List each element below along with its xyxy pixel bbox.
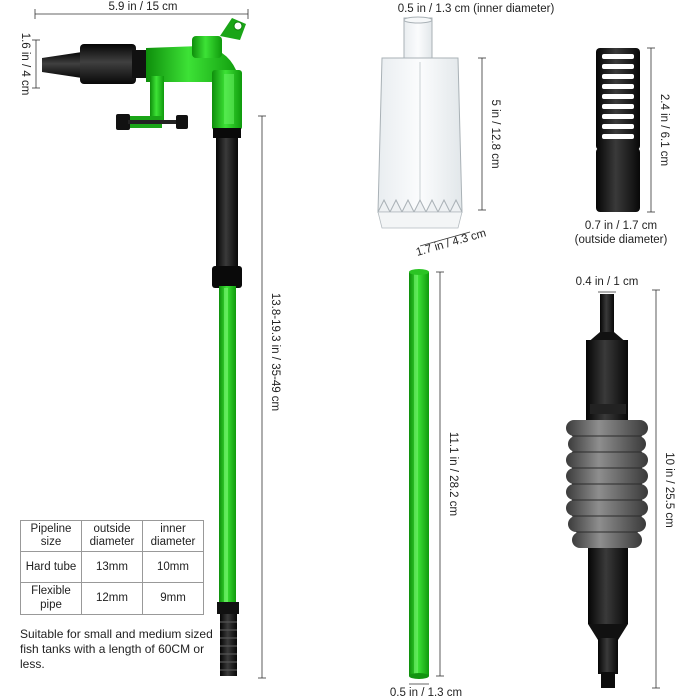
top-width-label: 5.9 in / 15 cm [108, 1, 177, 13]
bulb-length-label: 10 in / 25.5 cm [663, 452, 675, 527]
usage-note: Suitable for small and medium sized fish… [20, 627, 213, 671]
table-header: inner diameter [142, 519, 204, 553]
table-row: Flexible pipe 12mm 9mm [20, 582, 204, 615]
main-length-label: 13.8-19.3 in / 35-49 cm [269, 293, 281, 411]
filter-diameter-label: 0.7 in / 1.7 cm [585, 220, 657, 232]
table-header-row: Pipeline size outside diameter inner dia… [20, 519, 204, 553]
table-cell: 13mm [81, 551, 143, 584]
table-cell: 10mm [142, 551, 204, 584]
table-cell: 9mm [142, 582, 204, 615]
table-cell: 12mm [81, 582, 143, 615]
tube-length-label: 11.1 in / 28.2 cm [447, 432, 459, 516]
table-header: Pipeline size [20, 519, 82, 553]
pipeline-spec-table: Pipeline size outside diameter inner dia… [20, 519, 204, 615]
squeeze-bulb: 0.4 in / 1 cm [566, 276, 675, 689]
siphon-assembly: 5.9 in / 15 cm 1.6 in / 4 cm [19, 1, 281, 679]
filter-height-label: 2.4 in / 6.1 cm [658, 94, 670, 166]
table-row: Hard tube 13mm 10mm [20, 551, 204, 584]
green-hard-tube: 11.1 in / 28.2 cm 0.5 in / 1.3 cm [390, 269, 462, 699]
filter-diameter-note: (outside diameter) [575, 234, 668, 246]
table-cell: Flexible pipe [20, 582, 82, 615]
bulb-tip-label: 0.4 in / 1 cm [576, 276, 639, 288]
filter-cap: 2.4 in / 6.1 cm 0.7 in / 1.7 cm (outside… [575, 47, 670, 246]
table-cell: Hard tube [20, 551, 82, 584]
funnel-inner-diameter-label: 0.5 in / 1.3 cm (inner diameter) [398, 3, 555, 15]
table-header: outside diameter [81, 519, 143, 553]
funnel-height-label: 5 in / 12.8 cm [489, 99, 501, 168]
side-height-label: 1.6 in / 4 cm [19, 33, 31, 96]
clear-funnel: 0.5 in / 1.3 cm (inner diameter) 5 in / … [377, 3, 555, 259]
funnel-width-label: 1.7 in / 4.3 cm [415, 227, 488, 258]
tube-diameter-label: 0.5 in / 1.3 cm [390, 687, 462, 699]
